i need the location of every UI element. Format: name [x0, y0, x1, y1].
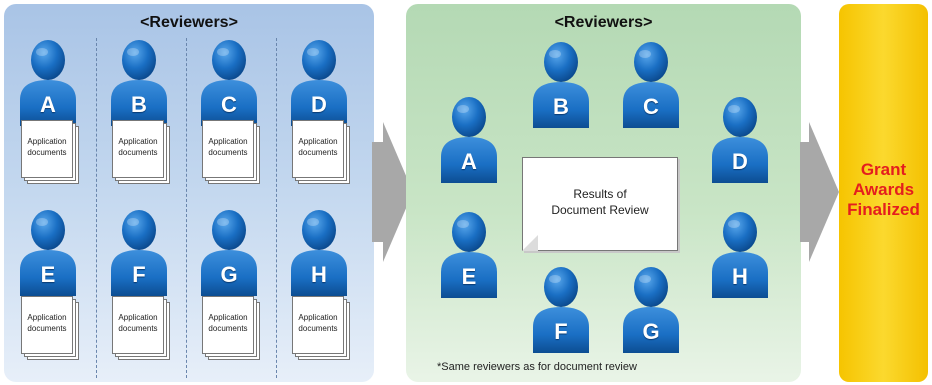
results-line-2: Document Review [551, 203, 649, 217]
flow-arrow-shaft [372, 142, 384, 242]
flow-arrow-shaft [800, 142, 810, 242]
reviewer-b-panel: B [529, 40, 593, 128]
panel-title-reviewers: <Reviewers> [554, 14, 653, 31]
results-of-document-review: Results of Document Review [522, 157, 678, 251]
reviewer-f-panel: F [529, 265, 593, 353]
grant-awards-panel: Grant Awards Finalized [839, 4, 928, 382]
reviewer-g-doc: G [197, 208, 261, 296]
reviewer-h-doc: H [287, 208, 351, 296]
reviewer-b-doc: B [107, 38, 171, 126]
reviewer-g-panel: G [619, 265, 683, 353]
reviewer-d-doc: D [287, 38, 351, 126]
reviewer-a-panel: A [437, 95, 501, 183]
reviewer-e-doc: E [16, 208, 80, 296]
reviewer-f-doc: F [107, 208, 171, 296]
footnote-same-reviewers: *Same reviewers as for document review [437, 361, 637, 373]
arrow-right-icon [809, 122, 839, 262]
panel-title-reviewers: <Reviewers> [140, 14, 238, 31]
grant-awards-finalized-label: Grant Awards Finalized [847, 160, 920, 219]
reviewer-c-doc: C [197, 38, 261, 126]
reviewer-h-panel: H [708, 210, 772, 298]
column-divider [276, 38, 277, 378]
reviewer-a-doc: A [16, 38, 80, 126]
reviewer-d-panel: D [708, 95, 772, 183]
page-fold [522, 235, 538, 251]
results-line-1: Results of [573, 187, 627, 201]
reviewer-c-panel: C [619, 40, 683, 128]
reviewer-e-panel: E [437, 210, 501, 298]
column-divider [186, 38, 187, 378]
column-divider [96, 38, 97, 378]
